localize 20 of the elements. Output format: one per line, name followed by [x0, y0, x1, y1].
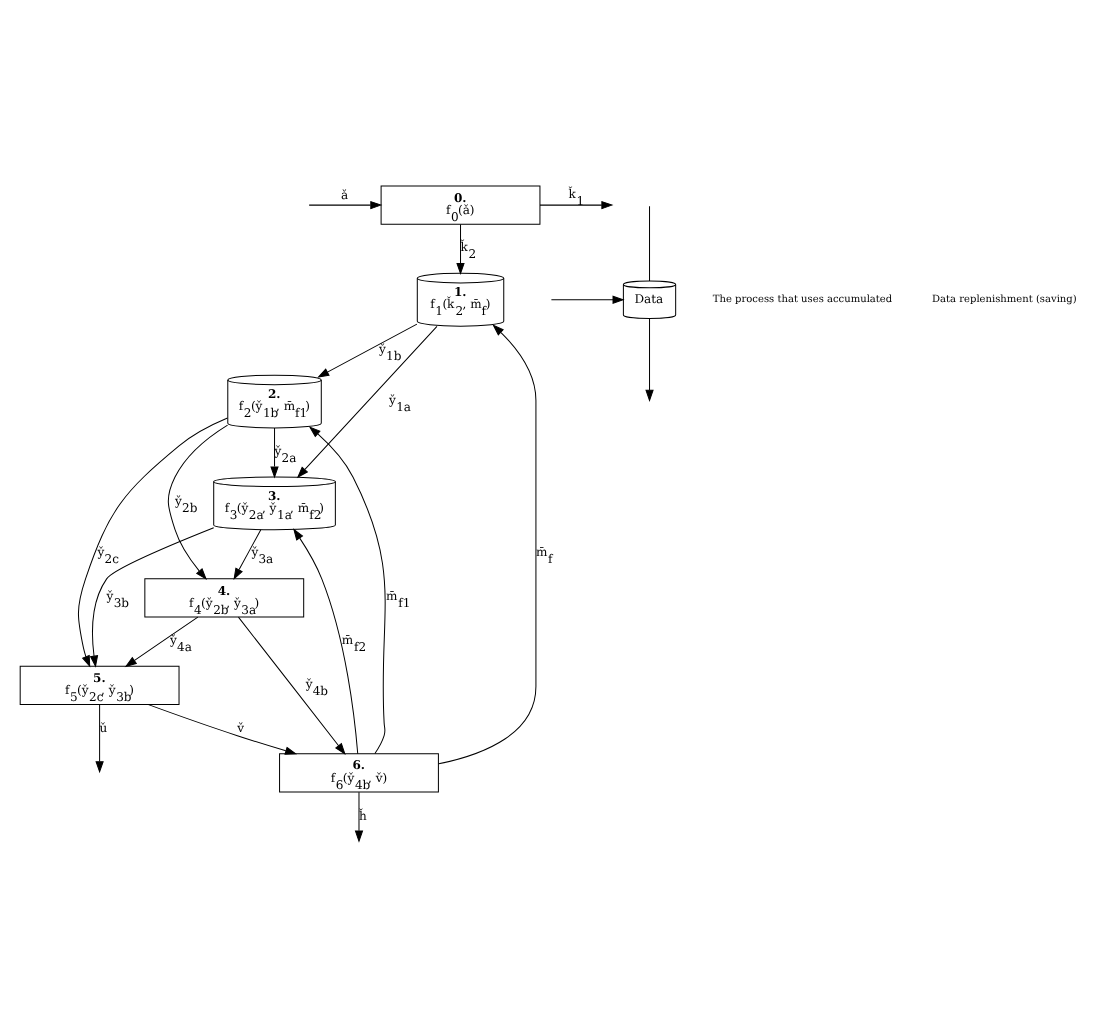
arrow: [233, 529, 262, 581]
arrow: [539, 200, 614, 210]
arrow: [167, 424, 229, 580]
arrow: [89, 527, 215, 668]
arrow: [237, 616, 346, 755]
arrow: [550, 295, 625, 304]
arrow: [95, 704, 104, 774]
connector: [649, 205, 651, 282]
arrow: [456, 223, 465, 275]
arrow: [293, 528, 359, 755]
arrow: [308, 426, 386, 754]
arrow: [354, 791, 364, 843]
arrow: [147, 704, 298, 755]
arrow: [77, 417, 228, 668]
arrow: [645, 318, 654, 402]
arrow: [124, 616, 199, 668]
arrow: [438, 324, 537, 765]
arrow: [308, 200, 383, 210]
arrow: [296, 325, 438, 479]
arrow: [317, 323, 418, 378]
